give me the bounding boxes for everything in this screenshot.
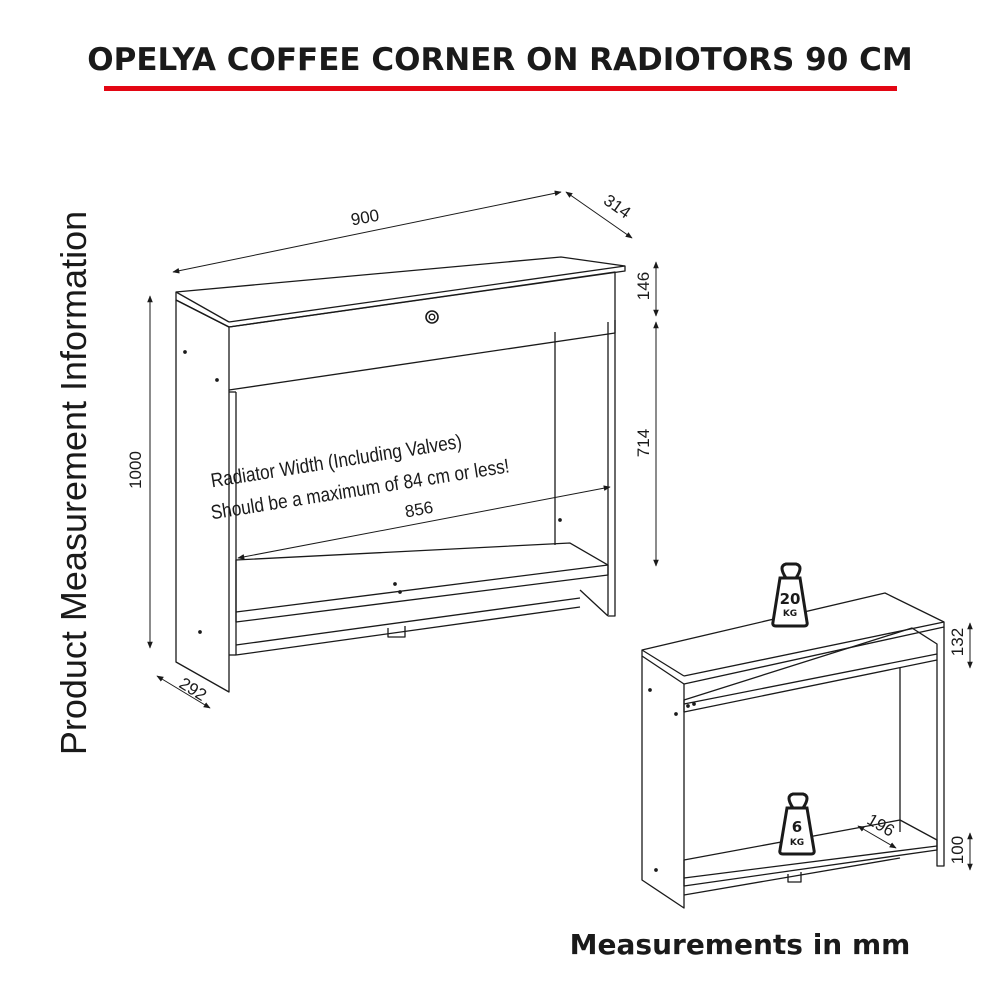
dim-depth-top: 314 (600, 191, 634, 223)
top-board (175, 256, 626, 328)
drawer-front (228, 271, 616, 391)
dim-total-height: 1000 (126, 451, 145, 489)
main-dimension-lines (147, 190, 659, 709)
title-underline (104, 86, 897, 91)
page-title: OPELYA COFFEE CORNER ON RADIOTORS 90 CM (87, 42, 913, 78)
dim-shelf-height: 132 (948, 628, 967, 656)
units-footer: Measurements in mm (569, 928, 911, 961)
svg-text:6: 6 (792, 818, 802, 836)
left-side-panel (175, 299, 230, 693)
svg-text:KG: KG (783, 609, 797, 619)
right-side-panel (554, 320, 616, 617)
side-unit-drawing (641, 592, 945, 909)
dim-inner-height: 714 (634, 429, 653, 457)
dim-width: 900 (349, 206, 380, 230)
weight-icon: 20 KG (771, 562, 809, 628)
svg-text:KG: KG (790, 838, 804, 848)
bottom-shelf (235, 542, 609, 623)
dim-lower-shelf-height: 100 (948, 836, 967, 864)
weight-icon: 6 KG (778, 792, 816, 856)
svg-text:20: 20 (780, 590, 801, 608)
side-dimension-lines (857, 622, 973, 871)
dim-lower-shelf-depth: 196 (864, 810, 898, 841)
drawer-knob (425, 310, 439, 324)
dim-inner-width: 856 (403, 498, 434, 522)
dim-drawer-height: 146 (634, 272, 653, 300)
